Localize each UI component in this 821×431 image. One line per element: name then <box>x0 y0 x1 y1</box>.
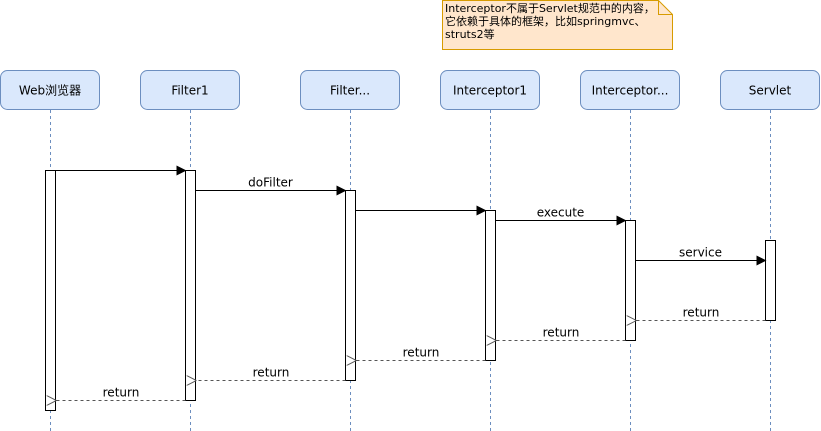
participant-label: Web浏览器 <box>19 83 81 98</box>
note-text: Interceptor不属于Servlet规范中的内容， 它依赖于具体的框架，比… <box>445 2 671 41</box>
participant-box <box>440 70 540 110</box>
message-return: return <box>57 386 186 401</box>
message-label: doFilter <box>248 176 293 190</box>
participant-interceptor1[interactable]: Interceptor1 <box>440 70 540 110</box>
participant-filterN[interactable]: Filter... <box>300 70 400 110</box>
participant-box <box>0 70 100 110</box>
message-label: return <box>253 366 290 380</box>
participant-filter1[interactable]: Filter1 <box>140 70 240 110</box>
participant-label: Filter... <box>330 84 370 98</box>
activation-browser <box>45 170 56 411</box>
message-return: return <box>197 366 346 381</box>
participant-servlet[interactable]: Servlet <box>720 70 820 110</box>
message-call: doFilter <box>195 176 347 196</box>
message-return: return <box>497 326 626 341</box>
participant-label: Servlet <box>749 84 792 98</box>
note-line: Interceptor不属于Servlet规范中的内容， <box>445 2 655 15</box>
activation-interceptorN <box>625 220 636 341</box>
participant-box <box>720 70 820 110</box>
participant-label: Filter1 <box>171 84 208 98</box>
participant-box <box>580 70 680 110</box>
activation-interceptor1 <box>485 210 496 361</box>
participant-label: Interceptor... <box>592 84 669 98</box>
note-line: 它依赖于具体的框架，比如springmvc、 <box>445 15 646 28</box>
activation-filter1 <box>185 170 196 401</box>
participant-box <box>140 70 240 110</box>
participant-box <box>300 70 400 110</box>
activation-servlet <box>765 240 776 321</box>
note <box>442 0 673 50</box>
message-return: return <box>637 306 766 321</box>
participant-label: Interceptor1 <box>453 84 527 98</box>
message-label: return <box>103 386 140 400</box>
participant-browser[interactable]: Web浏览器 <box>0 70 100 110</box>
participant-interceptorN[interactable]: Interceptor... <box>580 70 680 110</box>
note-line: struts2等 <box>445 28 495 41</box>
message-label: service <box>679 246 722 260</box>
message-call: execute <box>495 206 627 226</box>
activation-filterN <box>345 190 356 381</box>
message-call: service <box>635 246 767 266</box>
message-return: return <box>357 346 486 361</box>
message-label: return <box>543 326 580 340</box>
message-label: return <box>403 346 440 360</box>
message-label: return <box>683 306 720 320</box>
message-label: execute <box>537 206 585 220</box>
